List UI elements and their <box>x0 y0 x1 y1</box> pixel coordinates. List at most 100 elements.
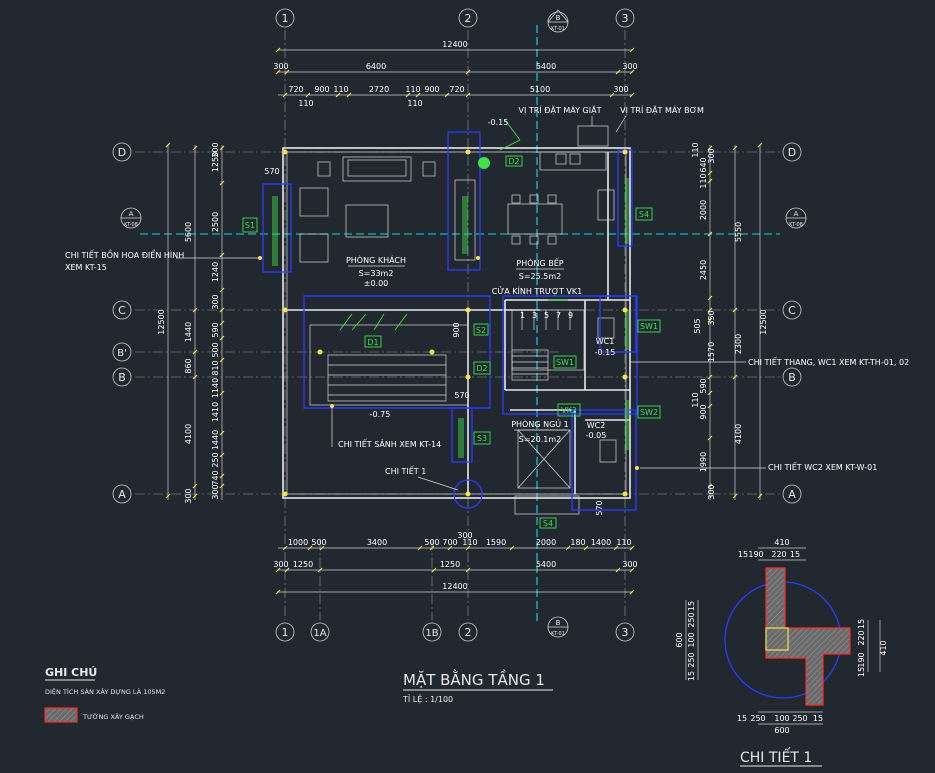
axis-left-b: B <box>118 371 126 384</box>
svg-text:±0.00: ±0.00 <box>364 279 389 288</box>
svg-text:S4: S4 <box>639 210 649 219</box>
svg-text:5400: 5400 <box>536 62 556 71</box>
svg-text:1990: 1990 <box>699 452 708 472</box>
svg-text:110: 110 <box>407 99 422 108</box>
dims-right: 12500 5550 2300 1570 4100 110 640 300 20… <box>691 142 768 500</box>
legend-swatch <box>44 707 78 723</box>
section-mark-left: A KT-08 <box>120 207 142 229</box>
svg-text:5100: 5100 <box>530 85 550 94</box>
svg-text:-0.75: -0.75 <box>370 410 391 419</box>
svg-text:220: 220 <box>771 550 786 559</box>
svg-text:A: A <box>794 210 799 218</box>
svg-text:CHI TIẾT THANG, WC1 XEM KT-TH-: CHI TIẾT THANG, WC1 XEM KT-TH-01, 02 <box>748 356 909 367</box>
svg-text:250: 250 <box>750 714 765 723</box>
svg-text:300: 300 <box>707 148 716 163</box>
svg-text:190: 190 <box>857 652 866 667</box>
svg-text:250: 250 <box>687 652 696 667</box>
svg-text:100: 100 <box>687 632 696 647</box>
axis-bubbles: 1 2 3 1 1A 1B 2 3 D C B' B A D C B A <box>112 8 802 642</box>
svg-text:WC2: WC2 <box>587 421 606 430</box>
svg-text:CHI TIẾT 1: CHI TIẾT 1 <box>385 465 426 476</box>
svg-text:15: 15 <box>813 714 823 723</box>
svg-text:590: 590 <box>699 378 708 393</box>
svg-text:5550: 5550 <box>734 222 743 242</box>
svg-text:570: 570 <box>595 500 604 515</box>
annotations: VỊ TRÍ ĐẶT MÁY GIẶT VỊ TRÍ ĐẶT MÁY BƠM -… <box>65 104 909 516</box>
drawing-scale: TỈ LỆ : 1/100 <box>402 693 453 705</box>
svg-text:VỊ TRÍ ĐẶT MÁY BƠM: VỊ TRÍ ĐẶT MÁY BƠM <box>620 104 704 116</box>
svg-text:KT-08: KT-08 <box>789 222 803 228</box>
svg-text:1590: 1590 <box>486 538 506 547</box>
svg-text:15: 15 <box>790 550 800 559</box>
svg-text:S=25.5m2: S=25.5m2 <box>519 272 561 281</box>
svg-text:1440: 1440 <box>184 322 193 342</box>
element-tags: D2 S1 S4 D1 S2 D2 S3 S4 SW1 SW1 VK2 SW2 <box>242 155 661 529</box>
svg-text:720: 720 <box>288 85 303 94</box>
svg-text:180: 180 <box>570 538 585 547</box>
svg-text:110: 110 <box>699 173 708 188</box>
svg-text:300: 300 <box>622 62 637 71</box>
svg-text:110: 110 <box>616 538 631 547</box>
svg-text:505: 505 <box>693 318 702 333</box>
planter-strips <box>272 157 629 458</box>
svg-text:S1: S1 <box>245 221 255 230</box>
axis-top-3: 3 <box>622 12 629 25</box>
svg-text:DIỆN TÍCH SÀN XÂY DỰNG LÀ 105M: DIỆN TÍCH SÀN XÂY DỰNG LÀ 105M2 <box>45 687 165 696</box>
axis-left-c: C <box>118 304 126 317</box>
svg-text:900: 900 <box>699 404 708 419</box>
svg-text:2300: 2300 <box>734 334 743 354</box>
svg-text:4100: 4100 <box>734 424 743 444</box>
svg-text:CHI TIẾT BỒN HOA ĐIỂN HÌNH: CHI TIẾT BỒN HOA ĐIỂN HÌNH <box>65 248 184 260</box>
svg-text:-0.05: -0.05 <box>586 431 607 440</box>
svg-text:2500: 2500 <box>211 212 220 232</box>
svg-text:1400: 1400 <box>591 538 611 547</box>
section-markers: B KT-01 B KT-01 A KT-08 A KT-08 <box>120 9 807 638</box>
svg-text:KT-08: KT-08 <box>124 222 138 228</box>
svg-text:CỬA KÍNH TRƯỢT VK1: CỬA KÍNH TRƯỢT VK1 <box>492 285 582 296</box>
svg-text:KT-01: KT-01 <box>551 631 565 637</box>
svg-text:S2: S2 <box>476 326 486 335</box>
axis-left-a: A <box>118 488 126 501</box>
axis-bottom-1b: 1B <box>425 628 438 639</box>
svg-text:640: 640 <box>699 157 708 172</box>
svg-text:500: 500 <box>211 342 220 357</box>
svg-text:300: 300 <box>707 484 716 499</box>
svg-text:-0.15: -0.15 <box>488 118 509 127</box>
svg-text:110: 110 <box>691 142 700 157</box>
svg-text:410: 410 <box>774 538 789 547</box>
svg-text:SW1: SW1 <box>556 358 574 367</box>
svg-text:190: 190 <box>748 550 763 559</box>
svg-text:810: 810 <box>211 360 220 375</box>
detail-1: 410 15 190 220 15 15 250 100 250 15 600 … <box>675 538 888 767</box>
svg-text:CHI TIẾT WC2 XEM KT-W-01: CHI TIẾT WC2 XEM KT-W-01 <box>768 461 877 472</box>
svg-text:250: 250 <box>687 612 696 627</box>
svg-text:2000: 2000 <box>699 200 708 220</box>
room-labels: PHÒNG KHÁCH S=33m2 ±0.00 PHÒNG BẾP S=25.… <box>346 254 615 444</box>
svg-text:1250: 1250 <box>211 152 220 172</box>
svg-text:TƯỜNG XÂY GẠCH: TƯỜNG XÂY GẠCH <box>82 712 144 721</box>
notes-heading: GHI CHÚ <box>45 666 97 679</box>
svg-text:B: B <box>556 619 561 627</box>
svg-text:590: 590 <box>211 322 220 337</box>
svg-text:300: 300 <box>211 294 220 309</box>
svg-text:4100: 4100 <box>184 424 193 444</box>
svg-text:110: 110 <box>462 538 477 547</box>
svg-text:7: 7 <box>556 311 561 320</box>
svg-text:15: 15 <box>857 667 866 677</box>
svg-text:410: 410 <box>879 640 888 655</box>
axis-bottom-3: 3 <box>622 626 629 639</box>
dim-top-overall: 12400 <box>442 40 467 49</box>
dims-left: 12500 5600 1440 860 4100 300 1250 2500 1… <box>157 142 280 503</box>
svg-text:2720: 2720 <box>369 85 389 94</box>
section-mark-top: B KT-01 <box>547 9 569 33</box>
drawing-title-text: MẶT BẰNG TẦNG 1 <box>403 668 545 689</box>
svg-text:250: 250 <box>211 452 220 467</box>
svg-text:300: 300 <box>613 85 628 94</box>
svg-text:1240: 1240 <box>211 262 220 282</box>
section-mark-right: A KT-08 <box>785 207 807 229</box>
svg-text:1000: 1000 <box>288 538 308 547</box>
svg-text:6400: 6400 <box>366 62 386 71</box>
svg-text:5: 5 <box>544 311 549 320</box>
svg-text:CHI TIẾT SẢNH XEM KT-14: CHI TIẾT SẢNH XEM KT-14 <box>338 438 441 449</box>
